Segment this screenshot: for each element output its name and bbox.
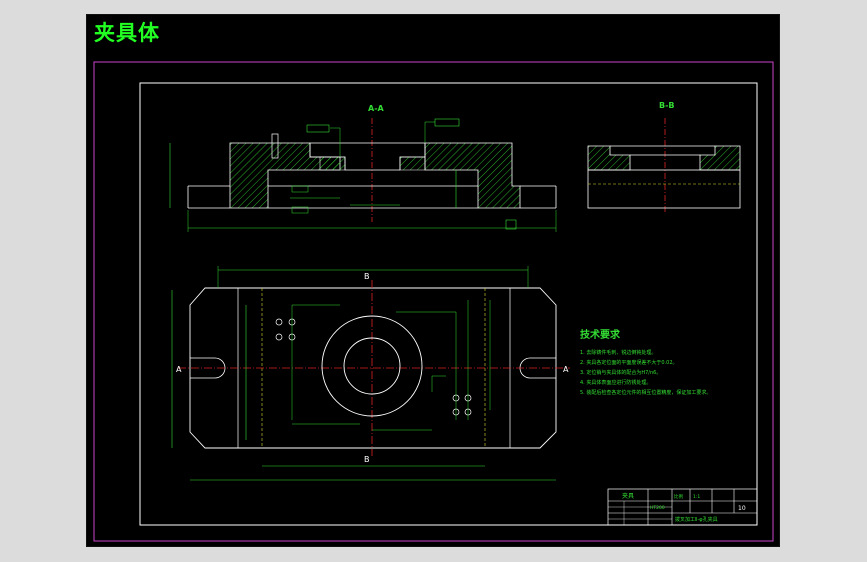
plan-view: B B A A xyxy=(171,266,570,481)
sheet-border xyxy=(93,61,774,542)
drawing-frame xyxy=(139,82,758,526)
tech-req-item: 3. 定位销与夹具体的配合为H7/n6。 xyxy=(580,369,661,376)
drawing-canvas xyxy=(86,14,780,547)
title-block-header: 夹具 xyxy=(622,492,634,500)
title-block-material: HT200 xyxy=(650,505,665,511)
tech-req-item: 2. 夹具各定位面的平面度误差不大于0.02。 xyxy=(580,359,678,366)
technical-requirements: 技术要求 1. 去除铸件毛刺、锐边倒钝处理。 2. 夹具各定位面的平面度误差不大… xyxy=(580,328,711,396)
section-marker-a-left: A xyxy=(176,365,182,374)
section-marker-b-top: B xyxy=(364,272,370,281)
tech-req-item: 4. 夹具体表面应进行防锈处理。 xyxy=(580,379,651,386)
tech-req-item: 5. 装配后检查各定位元件的相互位置精度，保证加工要求。 xyxy=(580,389,711,396)
title-block-quantity: 10 xyxy=(738,505,746,512)
tech-req-heading: 技术要求 xyxy=(580,328,621,341)
section-label-bb: B-B xyxy=(659,101,675,110)
section-marker-a-right: A xyxy=(563,365,569,374)
section-view-aa: A-A xyxy=(169,104,557,232)
tech-req-item: 1. 去除铸件毛刺、锐边倒钝处理。 xyxy=(580,349,656,356)
title-block-scale-label: 比例 xyxy=(674,493,683,500)
title-block-scale-value: 1:1 xyxy=(693,494,700,500)
title-block-drawing-name: 拨叉加工Ⅱ-φ孔夹具 xyxy=(675,516,718,523)
section-view-bb: B-B xyxy=(587,101,741,212)
drawing-title: 夹具体 xyxy=(94,21,160,45)
title-block: 夹具 HT200 比例 1:1 10 拨叉加工Ⅱ-φ孔夹具 xyxy=(607,488,758,526)
section-label-aa: A-A xyxy=(368,104,385,113)
section-marker-b-bottom: B xyxy=(364,455,370,464)
